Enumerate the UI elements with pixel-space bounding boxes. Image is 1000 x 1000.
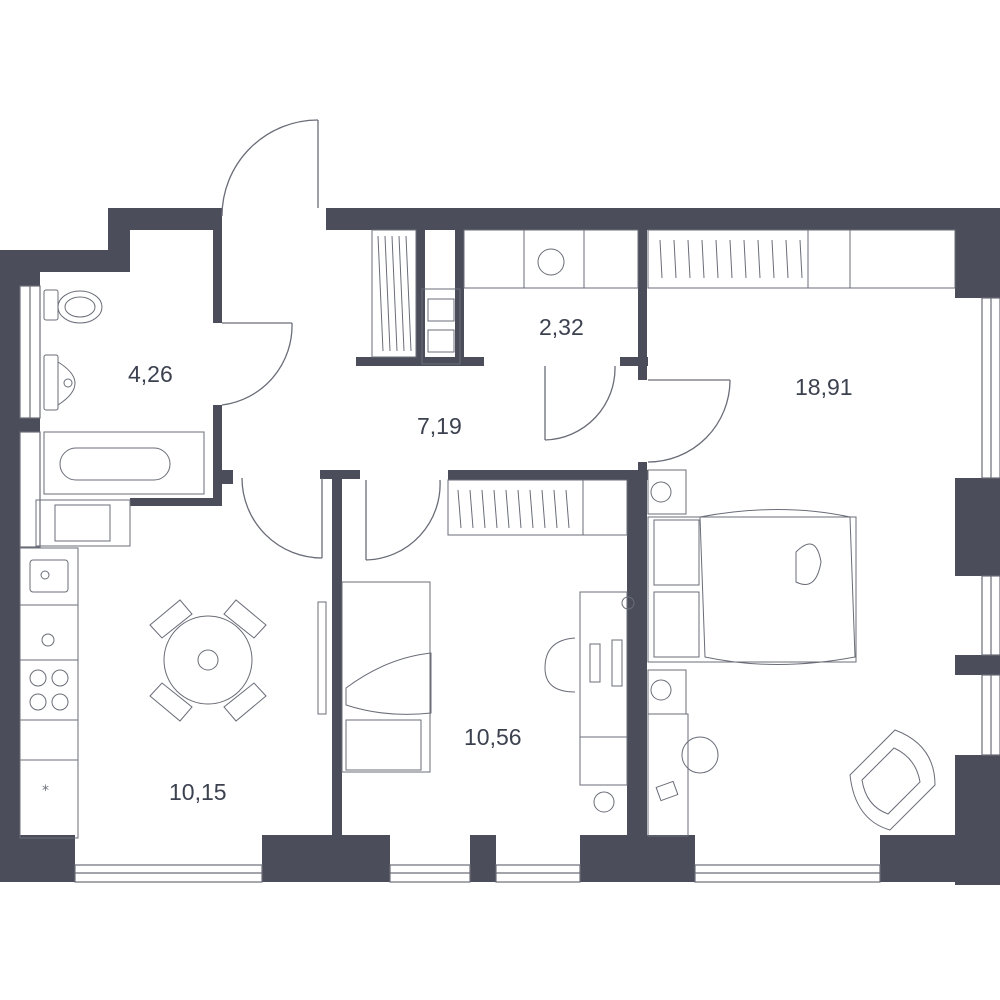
armchair-icon <box>849 729 936 831</box>
bed-icon <box>341 581 432 773</box>
area-hall: 7,19 <box>417 413 462 439</box>
stove-icon <box>29 669 69 711</box>
fridge-mark: * <box>42 783 49 799</box>
wardrobe-icon <box>371 229 956 536</box>
area-bedroom: 18,91 <box>795 374 853 400</box>
dining-table-icon <box>149 599 267 722</box>
washing-machine-icon <box>537 248 565 276</box>
walls <box>0 208 1000 885</box>
area-kids-room: 10,56 <box>464 724 522 750</box>
desk-icon <box>647 713 719 837</box>
doors <box>221 119 731 561</box>
toilet-icon <box>43 289 103 324</box>
area-utility: 2,32 <box>539 314 584 340</box>
windows <box>19 285 1000 883</box>
washing-machine-icon <box>35 499 131 547</box>
room-labels: 4,26 7,19 2,32 18,91 10,15 10,56 <box>128 314 853 805</box>
bathtub-icon <box>43 431 205 495</box>
bed-icon <box>647 509 857 665</box>
desk-icon <box>544 591 635 786</box>
area-bathroom: 4,26 <box>128 361 173 387</box>
sink-icon <box>43 354 76 411</box>
area-kitchen: 10,15 <box>169 779 227 805</box>
radiator <box>317 601 327 715</box>
kitchen-counter <box>19 547 79 839</box>
ball-icon <box>593 791 615 813</box>
